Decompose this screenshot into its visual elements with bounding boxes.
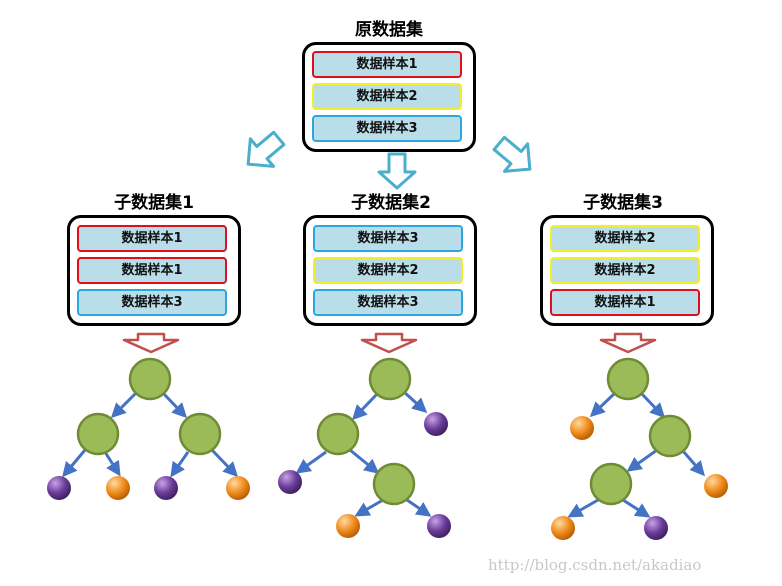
original-sample-2: 数据样本2 xyxy=(312,83,462,110)
tree-node xyxy=(648,414,692,458)
decision-tree-1 xyxy=(62,391,239,478)
leaf-purple xyxy=(424,412,448,436)
red-arrow-2 xyxy=(360,332,418,354)
leaf-orange xyxy=(336,514,360,538)
subset-3-sample-3: 数据样本1 xyxy=(550,289,700,316)
original-dataset-title: 原数据集 xyxy=(355,20,423,40)
tree-node xyxy=(128,357,172,401)
tree-node xyxy=(368,357,412,401)
red-arrow-1 xyxy=(122,332,180,354)
original-sample-1: 数据样本1 xyxy=(312,51,462,78)
red-arrow-3 xyxy=(599,332,657,354)
decision-tree-3 xyxy=(567,391,705,518)
tree-3-nodes xyxy=(551,357,728,540)
subset-3-box: 数据样本2 数据样本2 数据样本1 xyxy=(540,215,714,326)
subset-3-sample-1: 数据样本2 xyxy=(550,225,700,252)
original-dataset-box: 数据样本1 数据样本2 数据样本3 xyxy=(302,42,476,152)
leaf-purple xyxy=(278,470,302,494)
subset-1-box: 数据样本1 数据样本1 数据样本3 xyxy=(67,215,241,326)
subset-2-title: 子数据集2 xyxy=(351,193,431,213)
watermark: http://blog.csdn.net/akadiao xyxy=(488,556,702,574)
subset-2-sample-3: 数据样本3 xyxy=(313,289,463,316)
leaf-purple xyxy=(154,476,178,500)
hollow-arrow-right xyxy=(492,135,532,173)
subset-1-title: 子数据集1 xyxy=(114,193,194,213)
subset-3-title: 子数据集3 xyxy=(583,193,663,213)
subset-3-sample-2: 数据样本2 xyxy=(550,257,700,284)
tree-2-nodes xyxy=(278,357,451,538)
decision-tree-2 xyxy=(295,390,432,517)
hollow-arrow-center xyxy=(377,152,417,190)
tree-node xyxy=(606,357,650,401)
leaf-orange xyxy=(551,516,575,540)
subset-1-sample-3: 数据样本3 xyxy=(77,289,227,316)
tree-node xyxy=(316,412,360,456)
leaf-orange xyxy=(704,474,728,498)
leaf-orange xyxy=(106,476,130,500)
leaf-purple xyxy=(427,514,451,538)
leaf-orange xyxy=(226,476,250,500)
subset-1-sample-1: 数据样本1 xyxy=(77,225,227,252)
subset-2-box: 数据样本3 数据样本2 数据样本3 xyxy=(303,215,477,326)
leaf-orange xyxy=(570,416,594,440)
leaf-purple xyxy=(644,516,668,540)
original-sample-3: 数据样本3 xyxy=(312,115,462,142)
tree-node xyxy=(589,462,633,506)
leaf-purple xyxy=(47,476,71,500)
tree-1-nodes xyxy=(47,357,250,500)
tree-node xyxy=(178,412,222,456)
subset-2-sample-2: 数据样本2 xyxy=(313,257,463,284)
tree-node xyxy=(372,462,416,506)
hollow-arrow-left xyxy=(246,130,286,168)
tree-node xyxy=(76,412,120,456)
subset-2-sample-1: 数据样本3 xyxy=(313,225,463,252)
subset-1-sample-2: 数据样本1 xyxy=(77,257,227,284)
